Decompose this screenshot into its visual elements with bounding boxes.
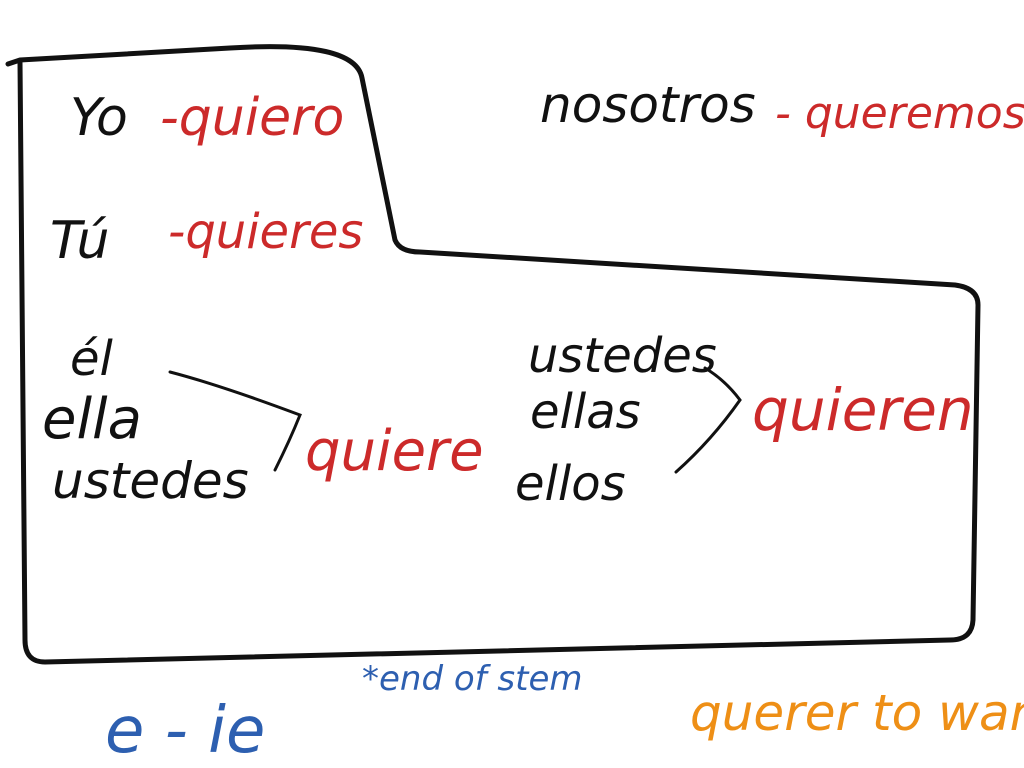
verb-tu: -quieres bbox=[168, 204, 363, 260]
subject-nosotros: nosotros bbox=[540, 76, 756, 134]
verb-nosotros: - queremos bbox=[775, 88, 1024, 139]
stem-change-note: e - ie bbox=[105, 694, 265, 768]
subject-ustedes-plural: ustedes bbox=[528, 328, 717, 384]
subject-ellas: ellas bbox=[530, 384, 641, 440]
plural-brace bbox=[674, 366, 742, 474]
subject-tu: Tú bbox=[50, 211, 110, 271]
subject-el: él bbox=[70, 331, 114, 387]
verb-quiere: quiere bbox=[305, 419, 484, 484]
singular-brace bbox=[168, 370, 302, 472]
end-of-stem-note: *end of stem bbox=[362, 659, 583, 699]
verb-quieren: quieren bbox=[752, 376, 974, 444]
subject-ella: ella bbox=[42, 387, 142, 452]
subject-yo: Yo bbox=[70, 88, 128, 148]
boot-outline bbox=[5, 44, 981, 665]
subject-ellos: ellos bbox=[515, 456, 626, 512]
meaning-note: querer to want bbox=[690, 684, 1024, 742]
verb-yo: -quiero bbox=[160, 88, 344, 148]
subject-ustedes-singular: ustedes bbox=[52, 452, 249, 510]
